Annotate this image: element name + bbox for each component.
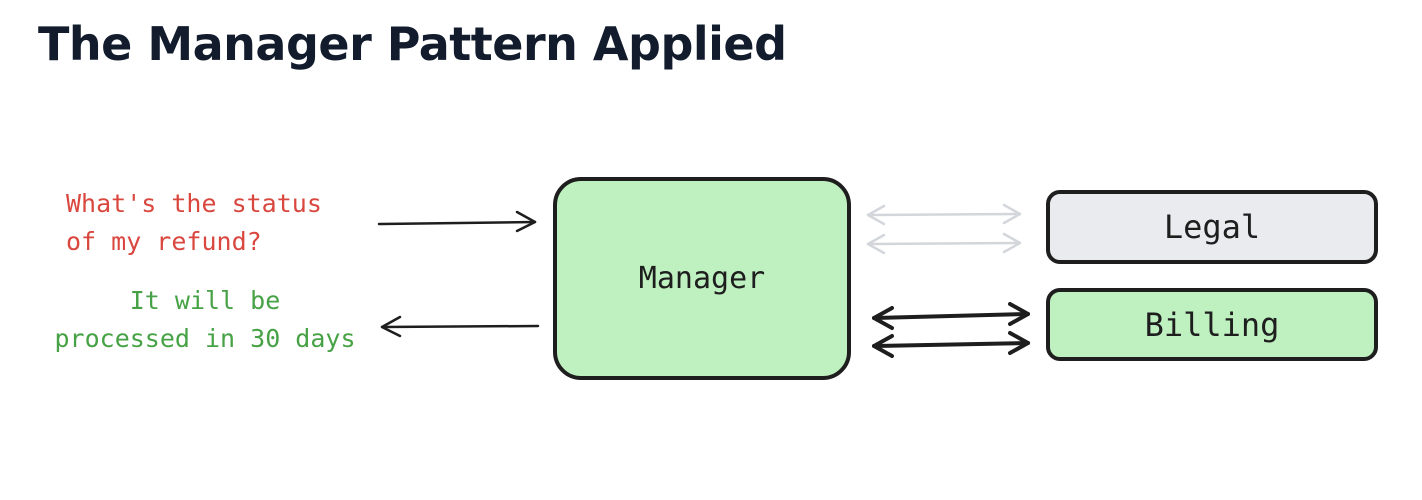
arrow-user-to-manager bbox=[377, 210, 537, 233]
arrow-manager-legal-1 bbox=[866, 203, 1022, 226]
manager-node-label: Manager bbox=[638, 261, 766, 296]
user-question-line-2: of my refund? bbox=[66, 227, 262, 256]
legal-node: Legal bbox=[1046, 190, 1378, 264]
manager-node: Manager bbox=[553, 177, 851, 380]
manager-reply-text: It will be processed in 30 days bbox=[44, 282, 366, 358]
arrow-manager-billing-1 bbox=[872, 302, 1030, 330]
page-title: The Manager Pattern Applied bbox=[38, 17, 787, 71]
legal-node-label: Legal bbox=[1163, 208, 1261, 246]
arrow-manager-legal-2 bbox=[866, 232, 1022, 255]
billing-node-label: Billing bbox=[1144, 305, 1280, 344]
arrow-manager-billing-2 bbox=[872, 331, 1030, 358]
arrow-manager-to-user bbox=[380, 315, 540, 338]
user-question-line-1: What's the status bbox=[66, 189, 322, 218]
manager-reply-line-2: processed in 30 days bbox=[54, 324, 356, 353]
user-question-text: What's the status of my refund? bbox=[66, 185, 322, 261]
billing-node: Billing bbox=[1046, 288, 1378, 361]
manager-reply-line-1: It will be bbox=[129, 286, 281, 315]
